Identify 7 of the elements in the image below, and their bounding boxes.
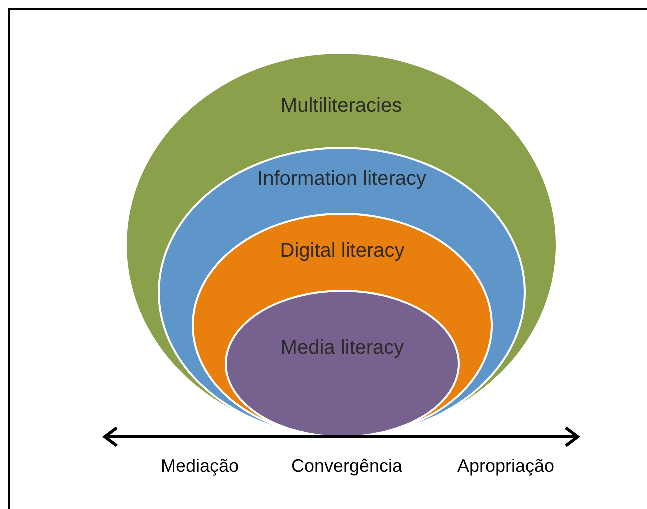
axis-label: Mediação bbox=[160, 455, 240, 478]
ellipse-label: Information literacy bbox=[258, 167, 426, 191]
ellipse-label: Media literacy bbox=[280, 336, 404, 360]
axis-label: Apropriação bbox=[457, 455, 555, 478]
ellipse-label: Multiliteracies bbox=[280, 94, 402, 118]
axis-label: Convergência bbox=[291, 455, 403, 478]
ellipse-label: Digital literacy bbox=[280, 239, 405, 263]
